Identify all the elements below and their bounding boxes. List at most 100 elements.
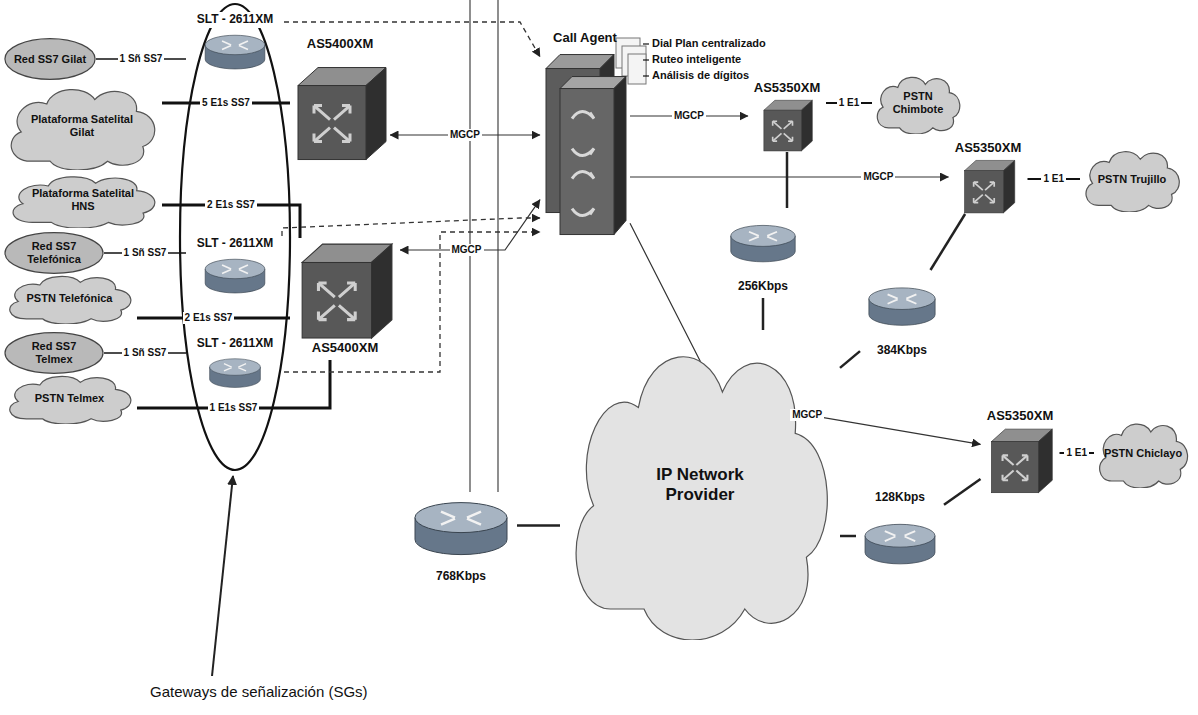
ss7-network: Red SS7 Telefónica: [4, 232, 104, 274]
router: 768Kbps: [405, 488, 517, 588]
icon-frame: [748, 97, 826, 152]
router-icon: [866, 272, 938, 341]
link-label: 5 E1s SS7: [200, 97, 252, 109]
network-cloud: Plataforma Satelital Gilat: [2, 82, 162, 170]
feature-note: Ruteo inteligente: [652, 53, 741, 65]
trunk-line: [762, 298, 765, 330]
node-label: SLT - 2611XM: [195, 336, 275, 352]
router-icon: [200, 356, 270, 390]
icon-frame: [856, 506, 944, 582]
link-label: 1 Sñ SS7: [122, 247, 169, 259]
gateway-device: AS5350XM: [949, 140, 1028, 214]
network-cloud: PSTN Trujillo: [1080, 146, 1184, 212]
link-label: MGCP: [450, 244, 484, 256]
gateway-icon: [290, 53, 390, 170]
icon-frame: [981, 425, 1060, 494]
trunk-line: [840, 535, 856, 538]
node-label: AS5350XM: [752, 80, 822, 97]
router-icon: [411, 490, 511, 567]
trunk-line: [96, 58, 186, 60]
node-label: Plataforma Satelital HNS: [20, 187, 146, 212]
trunk-line: [517, 524, 560, 527]
node-label: PSTN Trujillo: [1098, 173, 1166, 186]
icon-frame: [949, 157, 1028, 214]
network-cloud: Plataforma Satelital HNS: [4, 172, 162, 228]
router-icon: [200, 32, 270, 72]
mgcp-link: [400, 200, 540, 250]
ip-network-cloud: IP Network Provider: [560, 330, 840, 640]
icon-frame: [290, 53, 390, 170]
router: 128Kbps: [856, 490, 944, 582]
router-icon: [862, 508, 938, 580]
icon-frame: [186, 28, 284, 76]
network-cloud: PSTN Chiclayo: [1094, 418, 1192, 488]
node-label: 768Kbps: [434, 569, 488, 585]
link-label: 1 E1: [1064, 447, 1089, 459]
trunk-line: [137, 317, 290, 320]
trunk-line: [1028, 178, 1081, 180]
signaling-gateway: SLT - 2611XM: [186, 336, 284, 394]
gateway-icon: [748, 97, 826, 152]
gateway-icon: [290, 238, 400, 340]
icon-frame: [540, 47, 630, 240]
mgcp-link: [390, 134, 540, 135]
mgcp-link: [630, 176, 949, 177]
icon-frame: [290, 238, 400, 340]
link-label: MGCP: [448, 129, 482, 141]
node-label: IP Network Provider: [630, 465, 770, 504]
node-label: Red SS7 Gilat: [14, 53, 86, 66]
callout-arrow: [212, 476, 233, 676]
signaling-link: [282, 218, 540, 236]
signaling-gateway: SLT - 2611XM: [186, 236, 284, 300]
link-label: 1 E1: [1041, 173, 1066, 185]
feature-note: Dial Plan centralizado: [652, 37, 766, 49]
signaling-link: [284, 232, 540, 372]
note-dash: [643, 44, 649, 76]
callout-caption: Gateways de señalización (SGs): [150, 683, 368, 700]
trunk-line: [104, 352, 186, 354]
router: 256Kbps: [722, 208, 804, 298]
node-label: PSTN Telmex: [35, 392, 105, 405]
trunk-line: [826, 102, 872, 104]
router-icon: [200, 256, 270, 296]
gateway-device: AS5350XM: [748, 80, 826, 152]
trunk-line: [944, 479, 981, 505]
node-label: 256Kbps: [736, 279, 790, 295]
icon-frame: [186, 352, 284, 394]
node-label: Red SS7 Telefónica: [14, 240, 94, 265]
link-label: 2 E1s SS7: [183, 312, 235, 324]
icon-frame: [405, 488, 517, 569]
node-label: AS5400XM: [310, 340, 380, 357]
node-label: 128Kbps: [873, 490, 927, 506]
gateway-device: AS5400XM: [290, 238, 400, 360]
gateway-ellipse: [180, 4, 290, 470]
signaling-gateway: SLT - 2611XM: [186, 12, 284, 76]
link-label: MGCP: [672, 110, 706, 122]
node-label: Call Agent: [551, 30, 619, 47]
trunk-line: [162, 102, 290, 105]
call-agent: Call Agent: [540, 30, 630, 240]
link-label: 1 E1: [837, 97, 862, 109]
node-label: 384Kbps: [875, 343, 929, 359]
network-cloud: PSTN Telefónica: [2, 272, 137, 324]
gateway-icon: [981, 425, 1060, 494]
trunk-line: [162, 205, 300, 238]
icon-frame: [722, 208, 804, 279]
node-label: SLT - 2611XM: [195, 236, 275, 252]
node-label: PSTN Chimbote: [881, 90, 955, 115]
trunk-line: [931, 214, 966, 270]
mgcp-link: [630, 115, 748, 116]
call-agent-icon: [540, 47, 630, 240]
node-label: PSTN Chiclayo: [1104, 447, 1182, 460]
ss7-network: Red SS7 Gilat: [4, 38, 96, 80]
ss7-network: Red SS7 Telmex: [4, 332, 104, 374]
node-label: AS5350XM: [985, 408, 1055, 425]
router: 384Kbps: [860, 270, 944, 362]
network-cloud: PSTN Chimbote: [872, 72, 964, 134]
trunk-line: [104, 252, 186, 254]
link-label: MGCP: [861, 171, 895, 183]
node-label: AS5400XM: [305, 36, 375, 53]
node-label: SLT - 2611XM: [195, 12, 275, 28]
icon-frame: [860, 270, 944, 343]
feature-note: Análisis de dígitos: [652, 69, 749, 81]
